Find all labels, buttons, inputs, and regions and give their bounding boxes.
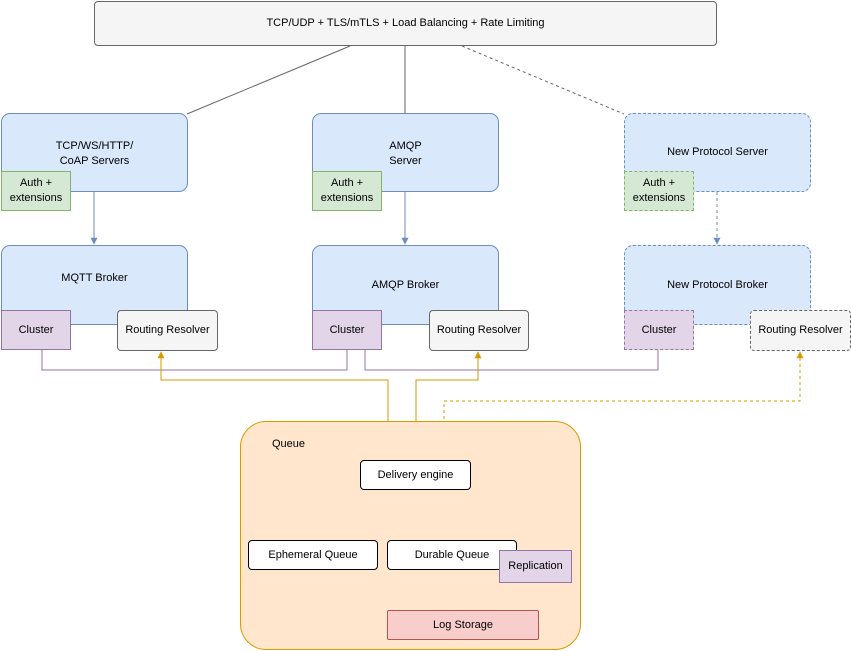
mqtt-routing-resolver-label: Routing Resolver xyxy=(125,324,210,336)
amqp-server-label: AMQP Server xyxy=(389,140,422,167)
edge-cluster-amqp-new xyxy=(364,350,659,371)
amqp-routing-resolver-label: Routing Resolver xyxy=(436,324,522,336)
new-cluster-box: Cluster xyxy=(624,310,694,350)
mqtt-auth-label: Auth + extensions xyxy=(9,177,63,204)
amqp-cluster-box: Cluster xyxy=(312,310,382,350)
amqp-auth-label: Auth + extensions xyxy=(320,177,374,204)
replication-box: Replication xyxy=(499,550,572,583)
new-routing-resolver-label: Routing Resolver xyxy=(758,324,843,336)
log-storage-label: Log Storage xyxy=(433,618,493,631)
amqp-auth-box: Auth + extensions xyxy=(312,171,382,211)
amqp-cluster-label: Cluster xyxy=(329,323,365,336)
gateway-label: TCP/UDP + TLS/mTLS + Load Balancing + Ra… xyxy=(266,17,545,29)
amqp-routing-resolver-box: Routing Resolver xyxy=(429,310,529,351)
replication-label: Replication xyxy=(508,560,563,572)
mqtt-cluster-label: Cluster xyxy=(18,323,54,336)
amqp-broker-label: AMQP Broker xyxy=(371,278,440,291)
delivery-engine-box: Delivery engine xyxy=(360,460,471,490)
new-routing-resolver-box: Routing Resolver xyxy=(750,310,851,351)
edge-gateway-mqtt-server xyxy=(186,45,351,115)
mqtt-broker-label: MQTT Broker xyxy=(61,272,128,284)
durable-queue-box: Durable Queue xyxy=(387,540,517,570)
mqtt-routing-resolver-box: Routing Resolver xyxy=(117,310,218,351)
new-auth-box: Auth + extensions xyxy=(624,171,694,211)
ephemeral-queue-box: Ephemeral Queue xyxy=(248,540,378,570)
mqtt-server-label: TCP/WS/HTTP/ CoAP Servers xyxy=(55,140,134,167)
mqtt-cluster-box: Cluster xyxy=(1,310,71,350)
gateway-box: TCP/UDP + TLS/mTLS + Load Balancing + Ra… xyxy=(94,1,717,46)
new-broker-label: New Protocol Broker xyxy=(667,278,768,291)
new-cluster-label: Cluster xyxy=(641,323,677,336)
log-storage-box: Log Storage xyxy=(387,610,539,640)
edge-gateway-new-server xyxy=(461,45,625,115)
edge-resolver-mqtt-delivery xyxy=(157,351,392,460)
ephemeral-queue-label: Ephemeral Queue xyxy=(268,548,358,561)
mqtt-auth-box: Auth + extensions xyxy=(1,171,71,211)
queue-title: Queue xyxy=(272,438,306,450)
edge-cluster-mqtt-amqp xyxy=(41,350,348,371)
new-server-label: New Protocol Server xyxy=(667,146,768,158)
durable-queue-label: Durable Queue xyxy=(414,548,490,561)
new-auth-label: Auth + extensions xyxy=(632,177,686,204)
delivery-engine-label: Delivery engine xyxy=(377,468,454,481)
